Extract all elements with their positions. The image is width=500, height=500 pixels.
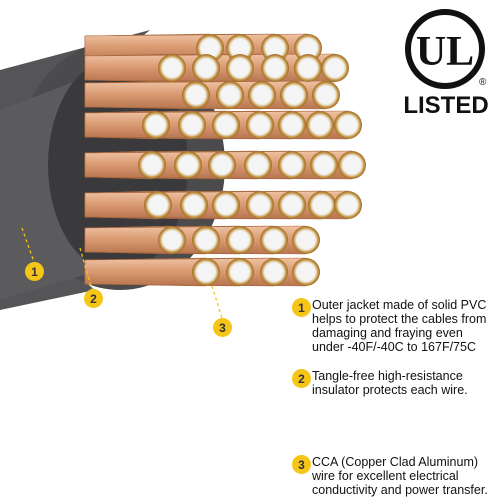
wire-strand-end — [261, 54, 289, 82]
wire-strand-end — [278, 111, 306, 139]
callout-line-1 — [21, 227, 35, 263]
wire-strand-end — [334, 111, 362, 139]
wire-strand-end — [261, 34, 289, 62]
ul-logo: UL ® — [405, 9, 487, 89]
callout-line-2 — [79, 247, 93, 291]
wire-ends — [138, 34, 366, 286]
wire-strand-end — [334, 191, 362, 219]
wire-strand-end — [174, 151, 202, 179]
wire-strand-end — [310, 151, 338, 179]
wire-strand-end — [178, 111, 206, 139]
wire-strand-end — [180, 191, 208, 219]
callout-badge-3: 3 — [213, 318, 232, 337]
wire-strand-end — [192, 54, 220, 82]
wire-strand-end — [216, 81, 244, 109]
wire-strand-end — [142, 111, 170, 139]
wire-strand-end — [212, 111, 240, 139]
wire-strand-end — [226, 226, 254, 254]
wire-strand-end — [144, 191, 172, 219]
desc-badge-3: 3 — [292, 455, 311, 474]
wire-strand-end — [182, 81, 210, 109]
wire-strand-end — [312, 81, 340, 109]
wire-strand-end — [260, 226, 288, 254]
wire-strand-end — [226, 34, 254, 62]
wire-strand-end — [306, 111, 334, 139]
ul-listed-label: LISTED — [403, 92, 489, 119]
wire-strand-end — [246, 111, 274, 139]
desc-badge-1: 1 — [292, 298, 311, 317]
wire-strand-end — [294, 54, 322, 82]
wire-strand-end — [294, 34, 322, 62]
callout-badge-2: 2 — [84, 289, 103, 308]
wire-strand-end — [208, 151, 236, 179]
wire-strand-end — [292, 258, 320, 286]
wire-strand-end — [292, 226, 320, 254]
wire-strand-end — [226, 54, 254, 82]
desc-text-3: CCA (Copper Clad Aluminum) wire for exce… — [312, 455, 488, 497]
wire-strand-end — [308, 191, 336, 219]
wire-strand-end — [192, 226, 220, 254]
ul-mark-text: UL — [416, 29, 474, 75]
wire-strand-end — [138, 151, 166, 179]
desc-badge-2: 2 — [292, 369, 311, 388]
wire-strand-end — [260, 258, 288, 286]
callout-badge-1: 1 — [25, 262, 44, 281]
wire-strand-end — [226, 258, 254, 286]
desc-text-1: Outer jacket made of solid PVC helps to … — [312, 298, 487, 354]
wire-strand-end — [158, 226, 186, 254]
wire-strand-end — [338, 151, 366, 179]
wire-strand-end — [321, 54, 349, 82]
desc-text-2: Tangle-free high-resistance insulator pr… — [312, 369, 468, 397]
wire-strand-end — [212, 191, 240, 219]
wire-strand-end — [280, 81, 308, 109]
wire-strand-end — [246, 191, 274, 219]
callout-line-3 — [211, 285, 223, 319]
wire-strand-end — [278, 191, 306, 219]
wire-strand-end — [192, 258, 220, 286]
registered-mark: ® — [479, 77, 487, 88]
wire-strand-end — [158, 54, 186, 82]
wire-strand-end — [278, 151, 306, 179]
wire-strand-end — [244, 151, 272, 179]
wire-strand-end — [248, 81, 276, 109]
